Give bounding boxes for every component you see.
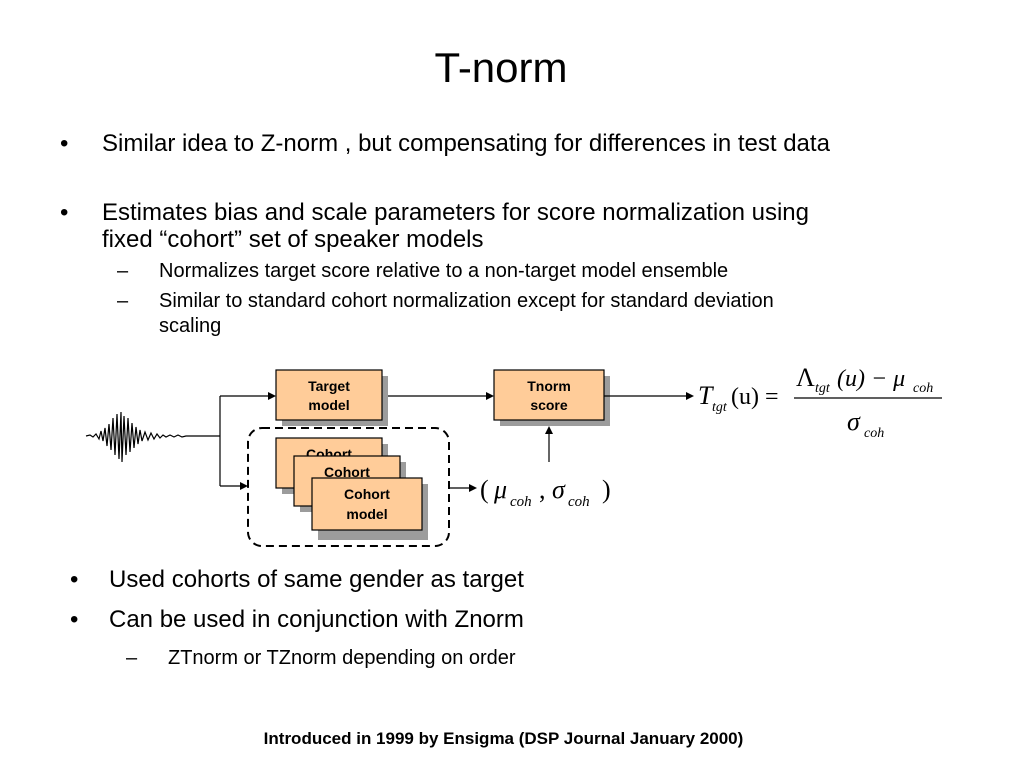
arrowhead bbox=[545, 426, 553, 434]
bullet-1: • Similar idea to Z-norm , but compensat… bbox=[60, 130, 1000, 158]
paren-close: ) bbox=[602, 475, 611, 504]
formula-num-arg: (u) − μ bbox=[837, 366, 905, 392]
formula-Lambda: Λ bbox=[796, 363, 815, 392]
mu-subscript: coh bbox=[510, 494, 532, 510]
bullet-4: • Can be used in conjunction with Znorm bbox=[70, 606, 970, 634]
formula-mu-subscript: coh bbox=[913, 381, 933, 396]
sub-bullet-3: – ZTnorm or TZnorm depending on order bbox=[126, 646, 1006, 670]
arrowhead bbox=[240, 482, 248, 490]
bullet-2-text-line2: fixed “cohort” set of speaker models bbox=[102, 226, 484, 253]
sub-bullet-3-text: ZTnorm or TZnorm depending on order bbox=[168, 647, 516, 669]
sub-bullet-1: – Normalizes target score relative to a … bbox=[117, 259, 997, 283]
arrowhead bbox=[486, 392, 494, 400]
slide-title: T-norm bbox=[434, 44, 568, 91]
formula-sigma-subscript: coh bbox=[864, 426, 884, 441]
cohort-mid-label: Cohort bbox=[324, 464, 370, 480]
formula-T-subscript: tgt bbox=[712, 400, 728, 415]
bullet-4-text: Can be used in conjunction with Znorm bbox=[109, 606, 524, 633]
bullet-mark: • bbox=[70, 566, 79, 593]
tnorm-formula: T tgt (u) = Λ tgt (u) − μ coh σ coh bbox=[698, 363, 942, 441]
formula-lhs-arg: (u) = bbox=[731, 384, 779, 410]
arrowhead bbox=[686, 392, 694, 400]
sub-bullet-2-text-line1: Similar to standard cohort normalization… bbox=[159, 290, 774, 312]
arrowhead bbox=[469, 484, 477, 492]
bullet-3: • Used cohorts of same gender as target bbox=[70, 566, 970, 594]
sigma-subscript: coh bbox=[568, 494, 590, 510]
target-model-box bbox=[275, 369, 383, 421]
cohort-front-label-line1: Cohort bbox=[344, 486, 390, 502]
bullet-2-text-line1: Estimates bias and scale parameters for … bbox=[102, 199, 809, 226]
formula-Lambda-subscript: tgt bbox=[815, 381, 831, 396]
tnorm-score-label-line1: Tnorm bbox=[527, 378, 571, 394]
target-model-label-line2: model bbox=[308, 397, 349, 413]
formula-T: T bbox=[698, 381, 714, 410]
formula-sigma: σ bbox=[847, 407, 861, 436]
bullet-mark: • bbox=[60, 130, 69, 157]
mu-symbol: μ bbox=[493, 475, 507, 504]
footer-citation: Introduced in 1999 by Ensigma (DSP Journ… bbox=[263, 729, 744, 748]
bullet-3-text: Used cohorts of same gender as target bbox=[109, 566, 524, 593]
sigma-symbol: σ bbox=[552, 475, 566, 504]
cohort-model-box-front bbox=[311, 477, 423, 531]
dash-mark: – bbox=[117, 290, 129, 312]
tnorm-score-box bbox=[493, 369, 605, 421]
bullet-1-text: Similar idea to Z-norm , but compensatin… bbox=[102, 130, 830, 157]
sub-bullet-1-text: Normalizes target score relative to a no… bbox=[159, 260, 729, 282]
target-model-label-line1: Target bbox=[308, 378, 350, 394]
cohort-group-outline bbox=[247, 427, 450, 547]
sub-bullet-2-text-line2: scaling bbox=[159, 315, 222, 337]
comma: , bbox=[539, 475, 546, 504]
bullet-mark: • bbox=[60, 199, 69, 226]
cohort-params: ( μ coh , σ coh ) bbox=[480, 475, 611, 510]
bullet-2: • Estimates bias and scale parameters fo… bbox=[60, 199, 1000, 255]
arrowhead bbox=[268, 392, 276, 400]
paren-open: ( bbox=[480, 475, 489, 504]
sub-bullet-2: – Similar to standard cohort normalizati… bbox=[117, 289, 997, 337]
speech-waveform bbox=[85, 411, 195, 463]
dash-mark: – bbox=[117, 260, 129, 282]
tnorm-score-label-line2: score bbox=[530, 397, 568, 413]
bullet-mark: • bbox=[70, 606, 79, 633]
dash-mark: – bbox=[126, 647, 138, 669]
cohort-front-label-line2: model bbox=[346, 506, 387, 522]
